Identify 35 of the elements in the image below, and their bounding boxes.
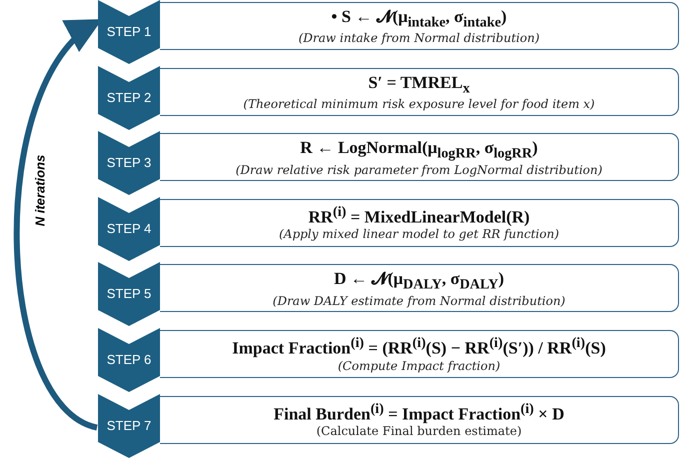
formula-text: D ← 𝓝(μ$_{DALY}$, σ$_{DALY}$) (334, 269, 504, 294)
description-text: (Compute Impact fraction) (338, 358, 500, 373)
description-text: (Draw relative risk parameter from LogNormal distribution) (236, 162, 602, 177)
description-text: (Draw intake from Normal distribution) (298, 31, 540, 46)
step-banner (98, 394, 160, 458)
step-label: STEP 2 (106, 90, 152, 105)
step-label: STEP 1 (106, 24, 152, 39)
description-text: (Draw DALY estimate from Normal distribution) (272, 294, 566, 308)
step-banner (98, 328, 160, 392)
step-box (160, 68, 679, 116)
description-text: (Calculate Final burden estimate) (316, 424, 522, 438)
formula-text: S′ = TMREL$_{x}$ (368, 72, 470, 97)
step-box (160, 198, 679, 247)
step-label: STEP 3 (106, 155, 152, 170)
formula-text: • S ← 𝓝(μ$_{intake}$, σ$_{intake}$) (331, 7, 507, 32)
description-text: (Theoretical minimum risk exposure level for food item x) (243, 96, 595, 111)
description-text: (Apply mixed linear model to get RR function) (278, 227, 560, 242)
step-banner (98, 0, 160, 64)
step-label: STEP 4 (106, 220, 152, 236)
step-box (160, 330, 679, 378)
step-box (160, 264, 679, 312)
step-banner (98, 196, 160, 261)
step-banner (98, 262, 160, 326)
formula-text: Impact Fraction$^{(i)}$ = (RR$^{(i)}$(S) − RR$^{(i)}$(S′)) / RR$^{(i)}$(S) (232, 335, 606, 359)
step-label: STEP 7 (106, 418, 152, 433)
step-banner (98, 131, 160, 196)
formula-text: R ← LogNormal(μ$_{logRR}$, σ$_{logRR}$) (300, 138, 538, 163)
formula-text: Final Burden$^{(i)}$ = Impact Fraction$^{(i)}$ × D (274, 400, 564, 424)
step-box (160, 2, 679, 50)
step-box (160, 133, 679, 182)
step-box (160, 396, 679, 444)
step-banner (98, 66, 160, 130)
formula-text: RR$^{(i)}$ = MixedLinearModel(R) (308, 204, 530, 228)
step-label: STEP 5 (106, 286, 152, 302)
step-label: STEP 6 (106, 352, 152, 367)
